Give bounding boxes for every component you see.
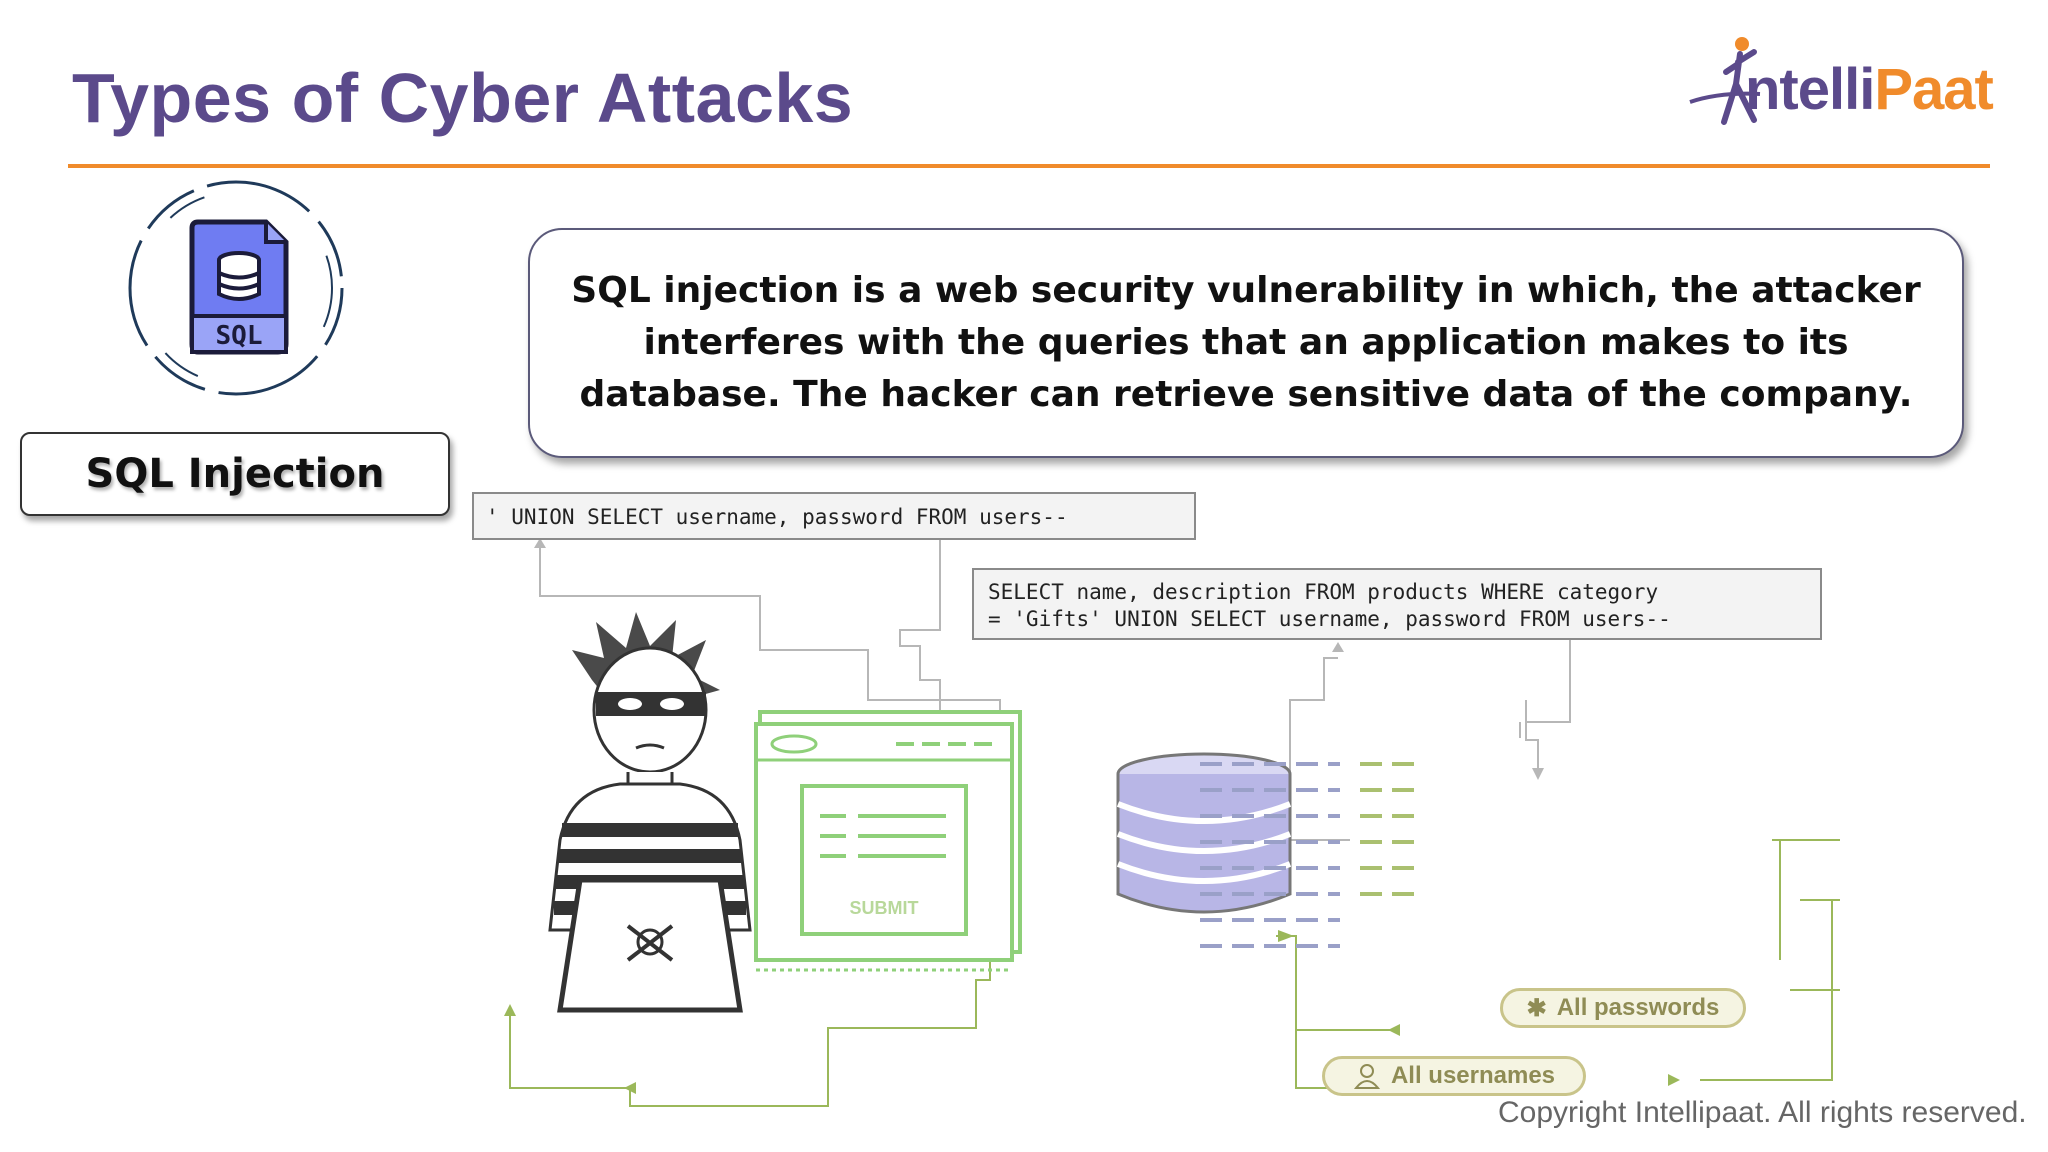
browser-frame: SUBMIT xyxy=(754,722,1014,972)
injection-payload: ' UNION SELECT username, password FROM u… xyxy=(472,492,1196,540)
asterisk-icon: ✱ xyxy=(1526,994,1547,1022)
user-icon xyxy=(1353,1064,1381,1089)
all-passwords-badge: ✱ All passwords xyxy=(1500,988,1746,1028)
logo-wordmark: ntelliPaat xyxy=(1745,56,1994,123)
hacker-illustration xyxy=(548,612,752,1013)
copyright-notice: Copyright Intellipaat. All rights reserv… xyxy=(1498,1096,2027,1129)
sql-file-icon: SQL xyxy=(128,180,344,396)
page-title: Types of Cyber Attacks xyxy=(72,59,854,137)
intellipaat-logo xyxy=(1689,37,1761,125)
sql-injection-diagram: SUBMIT xyxy=(504,540,1840,1107)
logo-wordmark-part2: Paat xyxy=(1874,57,1994,122)
query-line-1: SELECT name, description FROM products W… xyxy=(988,580,1659,604)
logo-wordmark-part1: ntelli xyxy=(1745,57,1875,122)
all-usernames-badge: All usernames xyxy=(1322,1056,1586,1096)
header-divider xyxy=(68,164,1990,168)
sql-icon-label: SQL xyxy=(216,321,263,351)
database-illustration xyxy=(1116,752,1292,914)
attack-description: SQL injection is a web security vulnerab… xyxy=(571,270,1921,415)
all-passwords-label: All passwords xyxy=(1556,994,1720,1021)
submit-button-label: SUBMIT xyxy=(850,898,919,918)
data-rows xyxy=(1200,762,1420,948)
all-usernames-label: All usernames xyxy=(1390,1062,1556,1089)
attack-label: SQL Injection xyxy=(85,451,385,497)
query-line-2: = 'Gifts' UNION SELECT username, passwor… xyxy=(988,607,1671,631)
resulting-query: SELECT name, description FROM products W… xyxy=(972,568,1822,640)
attack-label-box: SQL Injection xyxy=(20,432,450,516)
description-box: SQL injection is a web security vulnerab… xyxy=(528,228,1964,458)
